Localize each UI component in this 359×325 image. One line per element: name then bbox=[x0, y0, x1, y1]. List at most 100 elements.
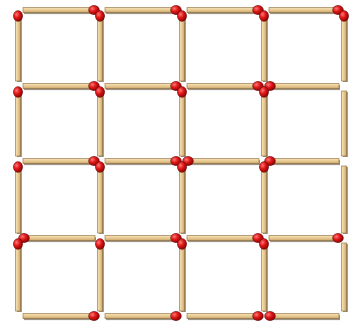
vertical-match-r0-c4[interactable] bbox=[339, 11, 348, 82]
match-stick bbox=[269, 159, 339, 164]
match-stick bbox=[16, 243, 21, 311]
vertical-match-r3-c2[interactable] bbox=[177, 239, 186, 312]
match-stick bbox=[269, 314, 339, 319]
horizontal-match-r2-c0[interactable] bbox=[23, 156, 99, 165]
horizontal-match-r3-c0[interactable] bbox=[19, 233, 96, 242]
horizontal-match-r3-c3[interactable] bbox=[269, 233, 343, 242]
match-stick bbox=[98, 243, 103, 311]
vertical-match-r1-c2[interactable] bbox=[177, 87, 186, 157]
vertical-match-r0-c3[interactable] bbox=[259, 11, 268, 82]
match-head-icon bbox=[253, 311, 264, 320]
match-head-icon bbox=[177, 239, 186, 250]
vertical-match-r2-c4[interactable] bbox=[342, 166, 348, 234]
match-stick bbox=[342, 243, 347, 311]
horizontal-match-r4-c1[interactable] bbox=[105, 311, 181, 320]
horizontal-match-r2-c2[interactable] bbox=[183, 156, 260, 165]
match-stick bbox=[262, 166, 267, 233]
match-stick bbox=[180, 91, 185, 156]
match-head-icon bbox=[95, 239, 104, 250]
match-head-icon bbox=[171, 311, 182, 320]
match-stick bbox=[262, 91, 267, 156]
vertical-match-r1-c0[interactable] bbox=[13, 87, 22, 157]
match-stick bbox=[98, 15, 103, 81]
match-head-icon bbox=[13, 162, 22, 173]
match-head-icon bbox=[177, 162, 186, 173]
match-head-icon bbox=[259, 239, 268, 250]
horizontal-match-r0-c2[interactable] bbox=[187, 5, 263, 14]
vertical-match-r1-c4[interactable] bbox=[342, 91, 348, 157]
match-stick bbox=[342, 91, 347, 156]
vertical-match-r2-c3[interactable] bbox=[259, 162, 268, 234]
horizontal-match-r3-c1[interactable] bbox=[105, 233, 181, 242]
horizontal-match-r1-c3[interactable] bbox=[265, 81, 340, 90]
horizontal-match-r4-c3[interactable] bbox=[265, 311, 340, 320]
horizontal-match-r4-c0[interactable] bbox=[23, 311, 99, 320]
match-head-icon bbox=[259, 162, 268, 173]
match-stick bbox=[269, 8, 339, 13]
match-stick bbox=[23, 159, 95, 164]
match-head-icon bbox=[333, 233, 344, 242]
match-stick bbox=[98, 166, 103, 233]
match-stick bbox=[23, 236, 95, 241]
match-stick bbox=[23, 314, 95, 319]
match-stick bbox=[105, 159, 177, 164]
horizontal-match-r3-c2[interactable] bbox=[187, 233, 263, 242]
match-head-icon bbox=[259, 11, 268, 22]
match-head-icon bbox=[259, 87, 268, 98]
match-stick bbox=[105, 8, 177, 13]
vertical-match-r1-c1[interactable] bbox=[95, 87, 104, 157]
vertical-match-r3-c1[interactable] bbox=[95, 239, 104, 312]
vertical-match-r0-c1[interactable] bbox=[95, 11, 104, 82]
match-head-icon bbox=[177, 87, 186, 98]
match-stick bbox=[187, 8, 259, 13]
match-head-icon bbox=[13, 11, 22, 22]
horizontal-match-r1-c1[interactable] bbox=[105, 81, 181, 90]
match-stick bbox=[16, 15, 21, 81]
horizontal-match-r0-c1[interactable] bbox=[105, 5, 181, 14]
match-stick bbox=[23, 8, 95, 13]
vertical-match-r3-c4[interactable] bbox=[342, 243, 348, 312]
match-head-icon bbox=[177, 11, 186, 22]
match-stick bbox=[180, 15, 185, 81]
horizontal-match-r2-c1[interactable] bbox=[105, 156, 181, 165]
match-head-icon bbox=[13, 239, 22, 250]
vertical-match-r0-c2[interactable] bbox=[177, 11, 186, 82]
match-stick bbox=[105, 314, 177, 319]
vertical-match-r0-c0[interactable] bbox=[13, 11, 22, 82]
match-stick bbox=[16, 91, 21, 156]
horizontal-match-r2-c3[interactable] bbox=[265, 156, 340, 165]
vertical-match-r3-c0[interactable] bbox=[13, 239, 22, 312]
horizontal-match-r0-c3[interactable] bbox=[269, 5, 343, 14]
match-stick bbox=[187, 84, 259, 89]
horizontal-match-r0-c0[interactable] bbox=[23, 5, 99, 14]
match-stick bbox=[23, 84, 95, 89]
match-stick bbox=[180, 166, 185, 233]
match-stick bbox=[187, 236, 259, 241]
match-stick bbox=[342, 15, 347, 81]
vertical-match-r2-c1[interactable] bbox=[95, 162, 104, 234]
match-stick bbox=[342, 166, 347, 233]
match-head-icon bbox=[95, 87, 104, 98]
match-stick bbox=[262, 15, 267, 81]
vertical-match-r2-c0[interactable] bbox=[13, 162, 22, 234]
match-stick bbox=[262, 243, 267, 311]
vertical-match-r2-c2[interactable] bbox=[177, 162, 186, 234]
match-head-icon bbox=[95, 11, 104, 22]
horizontal-match-r4-c2[interactable] bbox=[187, 311, 263, 320]
match-stick bbox=[269, 84, 339, 89]
horizontal-match-r1-c2[interactable] bbox=[187, 81, 263, 90]
vertical-match-r1-c3[interactable] bbox=[259, 87, 268, 157]
match-head-icon bbox=[265, 311, 276, 320]
match-head-icon bbox=[339, 11, 348, 22]
match-stick bbox=[180, 243, 185, 311]
match-stick bbox=[105, 84, 177, 89]
match-stick bbox=[16, 166, 21, 233]
match-stick bbox=[105, 236, 177, 241]
match-stick bbox=[98, 91, 103, 156]
vertical-match-r3-c3[interactable] bbox=[259, 239, 268, 312]
horizontal-match-r1-c0[interactable] bbox=[23, 81, 99, 90]
match-stick bbox=[187, 314, 259, 319]
match-head-icon bbox=[13, 87, 22, 98]
